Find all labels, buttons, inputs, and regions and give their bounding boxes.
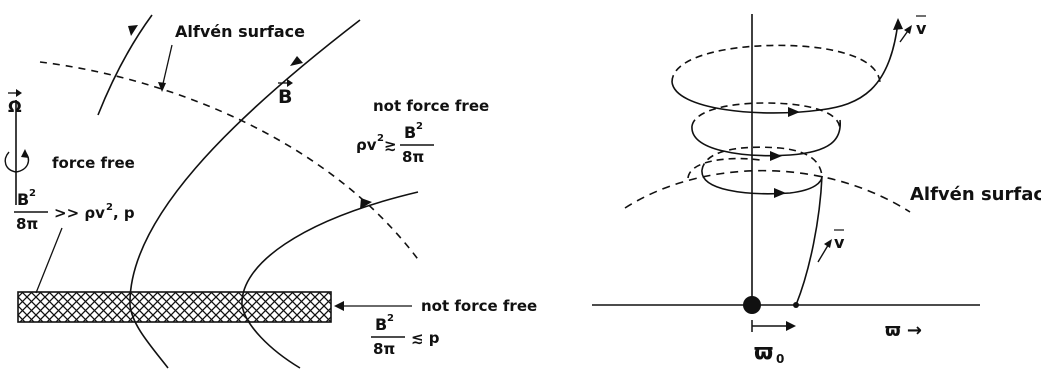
arrow-head (16, 89, 22, 97)
arrow-head (904, 25, 912, 34)
field-line-top-left (97, 14, 153, 116)
accretion-disk (17, 291, 332, 323)
v-label-top: v (916, 19, 927, 38)
helix-loop-low-back (701, 146, 823, 177)
helix-loop-mid-front (691, 119, 841, 157)
top-cond-rel: ≳ (384, 136, 397, 154)
top-cond-exp: 2 (377, 133, 384, 144)
helix-loop-base-back (687, 157, 761, 179)
frac-exponent: 2 (29, 188, 36, 199)
right-labels: Alfvén surface v v ϖ 0 ϖ → (754, 19, 1041, 366)
force-free-rhs: >> ρv (54, 204, 105, 222)
top-frac-exponent: 2 (416, 121, 423, 132)
frac-numerator: B (17, 190, 29, 209)
helix-loop-mid-back (691, 102, 841, 131)
alfven-surface-arc (39, 61, 421, 263)
disk-frac-exponent: 2 (387, 313, 394, 324)
omega-rotation-icon (4, 151, 30, 173)
alfven-surface-arc-right (624, 169, 911, 213)
force-free-label: force free (52, 154, 135, 172)
arrow-head (287, 79, 293, 87)
omega-label: Ω (8, 97, 22, 116)
v-label-low: v (834, 233, 845, 252)
alfven-surface-label: Alfvén surface (175, 22, 305, 41)
disk-frac-denominator: 8π (373, 340, 395, 358)
b-field-label: B (278, 86, 292, 108)
helix-loop-top-front (671, 21, 899, 114)
footpoint-dot (793, 302, 799, 308)
field-line-b (129, 19, 361, 369)
helix-footline (795, 175, 823, 306)
top-frac-denominator: 8π (402, 148, 424, 166)
varpi0-subscript: 0 (776, 352, 784, 366)
alfven-pointer (161, 44, 173, 89)
helix-loop-top-back (671, 44, 881, 83)
arrow-head (770, 151, 782, 161)
arrow-head (774, 188, 786, 198)
field-line-right (241, 191, 419, 369)
varpi-axis-label: ϖ → (885, 320, 922, 341)
arrow-head (290, 56, 303, 66)
force-free-pointer (35, 227, 63, 294)
varpi0-label: ϖ (754, 340, 773, 365)
right-panel (592, 14, 980, 332)
arrow-head (824, 239, 832, 248)
arrow-head (893, 18, 903, 30)
arrow-head (786, 321, 796, 331)
frac-denominator: 8π (16, 215, 38, 233)
top-cond-lhs: ρv (356, 136, 377, 154)
rhs-exponent: 2 (106, 202, 113, 213)
arrow-head (334, 301, 344, 311)
central-star (743, 296, 761, 314)
not-force-free-top-label: not force free (373, 97, 489, 115)
disk-cond-rel: ≲ p (411, 329, 440, 347)
arrow-head (788, 107, 800, 117)
arrow-head (158, 82, 166, 92)
alfven-surface-label-right: Alfvén surface (910, 184, 1041, 205)
top-frac-numerator: B (404, 123, 416, 142)
arrow-head (128, 25, 138, 36)
left-labels: Alfvén surface B Ω force free B 2 8π >> … (8, 22, 537, 358)
disk-frac-numerator: B (375, 315, 387, 334)
force-free-rhs-tail: , p (113, 204, 135, 222)
arrow-head (360, 198, 372, 209)
not-force-free-disk-label: not force free (421, 297, 537, 315)
arrow-head (21, 149, 29, 158)
left-panel (4, 14, 434, 369)
